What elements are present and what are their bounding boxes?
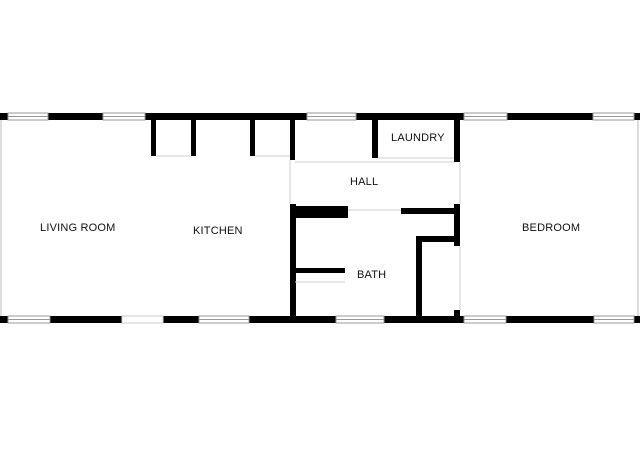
exterior-wall-sides [0,120,639,316]
room-label-bedroom: BEDROOM [522,222,580,234]
bath-door-opening [295,162,461,310]
hall-opening-lines [289,160,455,204]
window-top-1 [7,112,49,121]
window-top-5 [592,112,635,121]
room-label-hall: HALL [350,176,378,188]
window-top-3 [306,112,357,121]
kitchen-cabinets [151,120,295,156]
windows-bottom [7,315,635,324]
laundry-walls [372,120,460,162]
window-bottom-4 [463,315,507,324]
room-label-living-room: LIVING ROOM [40,222,116,234]
window-bottom-3 [335,315,385,324]
entry-door-opening [121,315,164,324]
room-label-kitchen: KITCHEN [193,225,243,237]
windows-top [7,112,635,121]
room-label-bath: BATH [357,269,386,281]
window-bottom-5 [593,315,635,324]
exterior-wall-bottom [0,316,640,323]
bath-walls [292,204,460,318]
window-bottom-2 [198,315,250,324]
window-bottom-1 [7,315,51,324]
room-label-laundry: LAUNDRY [391,132,445,144]
window-top-4 [463,112,508,121]
exterior-wall-top [0,113,640,120]
kitchen-hall-wall [290,156,296,318]
window-top-2 [102,112,146,121]
